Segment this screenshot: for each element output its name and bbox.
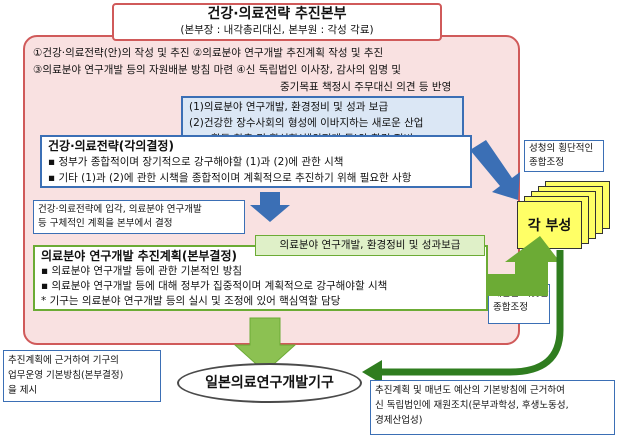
plan-to-ministries-arrow [488,236,560,296]
ministries-to-agency-curve [378,250,564,376]
strategy-title: 건강·의료전략(각의결정) [48,139,174,153]
ministries-label: 각 부성 [527,218,572,234]
note-left-line-1: 건강·의료전략에 입각, 의료분야 연구개발 [38,204,202,215]
policy-to-ministries-arrow [470,140,520,200]
research-label: 의료분야 연구개발, 환경정비 및 성과보급 [255,235,485,256]
ministries-card: 각 부성 [517,201,582,249]
plan-item-1: ▪ 의료분야 연구개발 등에 관한 기본적인 방침 [41,265,243,277]
bl-note-line-3: 을 제시 [8,385,38,396]
strategy-item-1: ▪ 정부가 종합적이며 장기적으로 강구해야할 (1)과 (2)에 관한 시책 [48,156,344,168]
hq-subtitle: (본부장 : 내각총리대신, 본부원 : 각성 각료) [180,24,374,36]
side-note-line-1: 성청의 횡단적인 [529,143,594,154]
policy-area-2: (2)건강한 장수사회의 형성에 이바지하는 새로운 산업 [189,117,424,129]
agency-policy-note: 추진계획에 근거하여 기구의 업무운영 기본방침(본부결정) 을 제시 [3,350,161,402]
funding-note: 추진계획 및 매년도 예산의 기본방침에 근거하여 신 독립법인에 재원조치(문… [370,380,615,435]
plan-item-2: ▪ 의료분야 연구개발 등에 대해 정부가 집중적이며 계획적으로 강구해야할 … [41,280,388,292]
amed-agency: 일본의료연구개발기구 [177,363,362,403]
policy-area-1: (1)의료분야 연구개발, 환경정비 및 성과 보급 [189,101,389,113]
plan-to-agency-arrow [233,317,297,373]
plan-box: 의료분야 연구개발 추진계획(본부결정) ▪ 의료분야 연구개발 등에 관한 기… [33,245,488,311]
br-note-line-2: 신 독립법인에 재원조치(문부과학성, 후생노동성, [375,400,569,411]
strategy-item-2: ▪ 기타 (1)과 (2)에 관한 시책을 종합적이며 계획적으로 추진하기 위… [48,172,412,184]
br-note-line-3: 경제산업성) [375,415,423,426]
strategy-to-plan-arrow [250,192,290,222]
strategy-to-plan-note: 건강·의료전략에 입각, 의료분야 연구개발 등 구체적인 계획을 본부에서 결… [33,200,245,234]
duty-line-3: 중기목표 책정시 주무대신 의견 등 반영 [280,81,452,93]
side-note-line-2: 종합조정 [529,157,564,168]
budget-note-line-2: 종합조정 [493,302,528,313]
bl-note-line-2: 업무운영 기본방침(본부결정) [8,370,124,381]
note-left-line-2: 등 구체적인 계획을 본부에서 결정 [38,218,173,229]
duty-line-2: ③의료분야 연구개발 등의 자원배분 방침 마련 ④신 독립법인 이사장, 감사… [33,64,401,76]
hq-title: 건강·의료전략 추진본부 [207,6,347,22]
ministries-to-agency-arrowhead [362,360,382,384]
plan-item-3: * 기구는 의료분야 연구개발 등의 실시 및 조정에 있어 핵심역할 담당 [41,295,341,307]
br-note-line-1: 추진계획 및 매년도 예산의 기본방침에 근거하여 [375,385,565,396]
strategy-box: 건강·의료전략(각의결정) ▪ 정부가 종합적이며 장기적으로 강구해야할 (1… [40,135,472,188]
bl-note-line-1: 추진계획에 근거하여 기구의 [8,355,119,366]
hq-title-box: 건강·의료전략 추진본부 (본부장 : 내각총리대신, 본부원 : 각성 각료) [112,3,442,41]
duty-line-1: ①건강·의료전략(안)의 작성 및 추진 ②의료분야 연구개발 추진계획 작성 … [33,47,384,59]
plan-title: 의료분야 연구개발 추진계획(본부결정) [41,249,237,263]
coordination-note: 성청의 횡단적인 종합조정 [524,140,604,172]
